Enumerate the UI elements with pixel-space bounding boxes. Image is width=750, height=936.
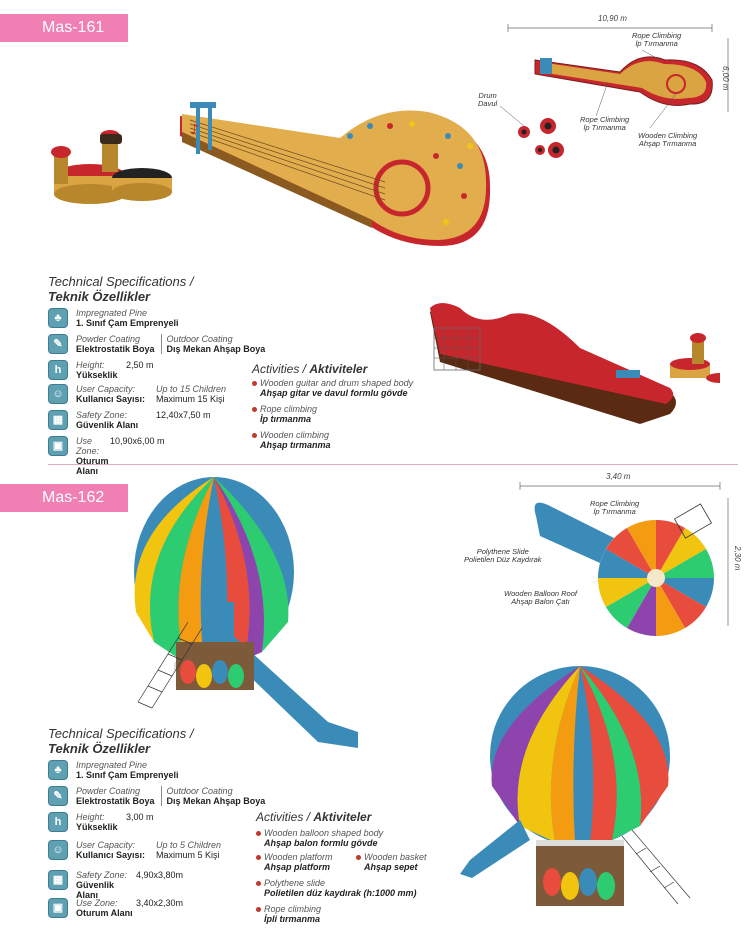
width-dimension: 3,40 m xyxy=(606,472,631,481)
activities-title: Activities / Aktiviteler xyxy=(252,362,368,376)
width-dimension: 10,90 m xyxy=(598,14,627,23)
spec-safety-zone: ▦ Safety Zone:Güvenlik Alanı 12,40x7,50 … xyxy=(48,410,211,430)
pine-tree-icon: ♣ xyxy=(48,308,68,328)
spec-height: h Height:Yükseklik 2,50 m xyxy=(48,360,154,380)
section-divider xyxy=(48,464,738,465)
product-code-tag: Mas-161 xyxy=(0,14,128,42)
spec-use-zone: ▣ Use Zone:Oturum Alanı 3,40x2,30m xyxy=(48,898,183,918)
pine-tree-icon: ♣ xyxy=(48,760,68,780)
children-icon: ☺ xyxy=(48,840,68,860)
use-zone-icon: ▣ xyxy=(48,436,68,456)
spec-title: Technical Specifications / Teknik Özelli… xyxy=(48,274,194,304)
balloon-side-illustration xyxy=(460,666,691,906)
safety-zone-icon: ▦ xyxy=(48,410,68,430)
guitar-playground-illustration: ♪ xyxy=(51,102,491,247)
paint-brush-icon: ✎ xyxy=(48,334,68,354)
height-dimension: 6,00 m xyxy=(721,66,730,91)
paint-brush-icon: ✎ xyxy=(48,786,68,806)
balloon-playground-illustration xyxy=(134,477,358,748)
plan-dimension-lines xyxy=(499,24,729,158)
safety-zone-icon: ▦ xyxy=(48,870,68,890)
spec-use-zone: ▣ Use Zone:Oturum Alanı 10,90x6,00 m xyxy=(48,436,165,476)
plan-dimension-lines xyxy=(519,482,729,636)
activities-title: Activities / Aktiviteler xyxy=(256,810,372,824)
use-zone-icon: ▣ xyxy=(48,898,68,918)
product-code-tag: Mas-162 xyxy=(0,484,128,512)
children-icon: ☺ xyxy=(48,384,68,404)
spec-capacity: ☺ User Capacity:Kullanıcı Sayısı: Up to … xyxy=(48,384,226,404)
spec-title: Technical Specifications / Teknik Özelli… xyxy=(48,726,194,756)
spec-safety-zone: ▦ Safety Zone:Güvenlik Alanı 4,90x3,80m xyxy=(48,870,183,900)
height-dimension: 2,30 m xyxy=(733,546,742,571)
guitar-side-illustration xyxy=(430,303,720,424)
height-icon: h xyxy=(48,360,68,380)
spec-capacity: ☺ User Capacity:Kullanıcı Sayısı: Up to … xyxy=(48,840,221,860)
svg-text:♪: ♪ xyxy=(190,122,199,138)
height-icon: h xyxy=(48,812,68,832)
spec-height: h Height:Yükseklik 3,00 m xyxy=(48,812,154,832)
